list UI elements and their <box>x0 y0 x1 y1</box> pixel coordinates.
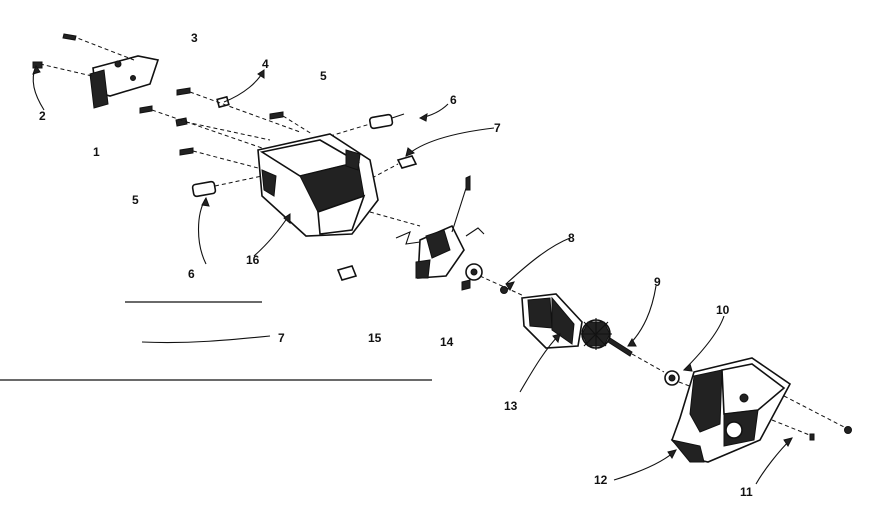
callout-10: 10 <box>716 303 730 317</box>
callout-labels: 1 2 3 4 5 5 6 6 7 7 8 9 10 11 12 13 14 1… <box>39 31 753 499</box>
armature-part <box>521 293 665 373</box>
callout-7-lower: 7 <box>278 331 285 345</box>
callout-13: 13 <box>504 399 518 413</box>
motor-housing-part <box>257 133 421 237</box>
callout-4: 4 <box>262 57 269 71</box>
screw-part <box>32 33 77 69</box>
callout-8: 8 <box>568 231 575 245</box>
callout-2: 2 <box>39 109 46 123</box>
callout-14: 14 <box>440 335 454 349</box>
brush-holder-assembly-part <box>395 175 485 279</box>
switch-bracket-part <box>39 35 160 109</box>
callout-15: 15 <box>368 331 382 345</box>
brush-clip-upper-part <box>371 155 418 179</box>
callout-3: 3 <box>191 31 198 45</box>
carbon-brush-upper-part <box>329 113 405 137</box>
callout-5-lower: 5 <box>132 193 139 207</box>
callout-16: 16 <box>246 253 260 267</box>
nut-part <box>664 370 701 391</box>
carbon-brush-lower-part <box>191 175 263 198</box>
callout-6-upper: 6 <box>450 93 457 107</box>
brush-clip-lower-part <box>336 265 358 281</box>
bearing-washer-part <box>461 263 525 297</box>
leader-arrowheads <box>32 64 793 459</box>
callout-12: 12 <box>594 473 608 487</box>
callout-7-upper: 7 <box>494 121 501 135</box>
callout-5-upper: 5 <box>320 69 327 83</box>
callout-11: 11 <box>740 485 753 499</box>
callout-9: 9 <box>654 275 661 289</box>
callout-6-lower: 6 <box>188 267 195 281</box>
gear-housing-part <box>670 357 852 463</box>
callout-1: 1 <box>93 145 100 159</box>
